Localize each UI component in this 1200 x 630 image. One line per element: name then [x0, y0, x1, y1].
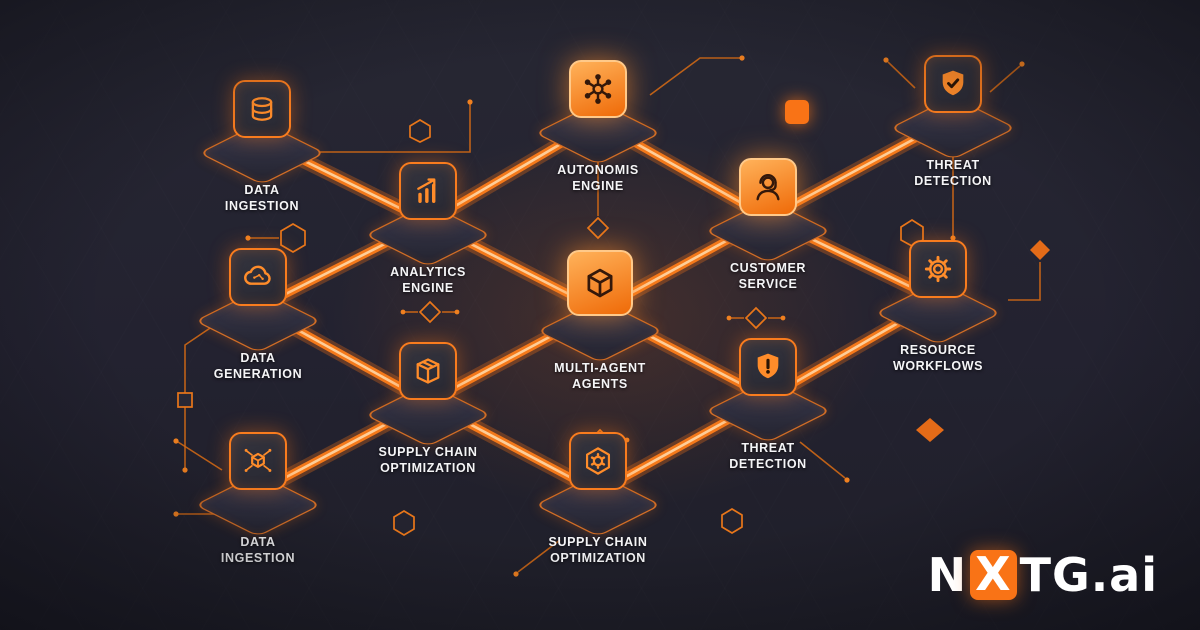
shield-alert-icon	[757, 353, 779, 379]
gear-hex-icon	[585, 447, 611, 475]
logo-letter-x: X	[970, 549, 1017, 600]
logo-suffix-ai: .ai	[1090, 548, 1158, 602]
cube-icon	[587, 268, 613, 298]
node-cube-icon	[244, 448, 272, 472]
cloud-icon	[244, 265, 271, 285]
shield-check-icon	[942, 70, 964, 96]
network-hub-icon	[584, 74, 612, 104]
logo-letter-n: N	[927, 548, 968, 602]
package-icon	[416, 358, 440, 384]
bar-chart-icon	[417, 178, 436, 203]
gear-icon	[924, 255, 952, 283]
headset-icon	[756, 174, 780, 201]
database-icon	[251, 97, 273, 121]
logo-letters-tg: TG	[1019, 548, 1091, 602]
